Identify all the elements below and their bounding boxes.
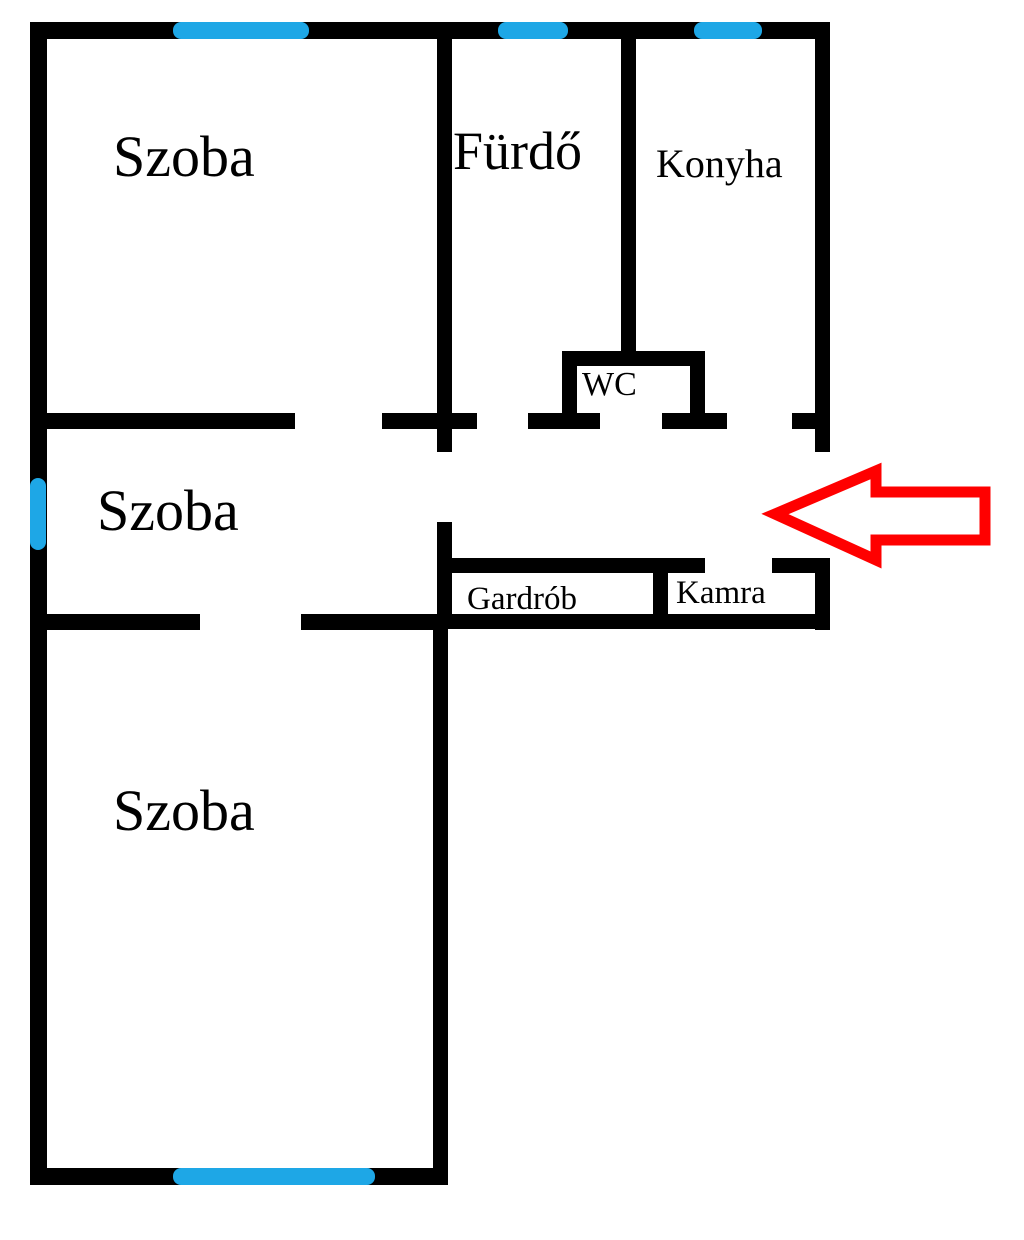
window-furdo [498,22,568,39]
window-szoba-middle [30,478,46,550]
wall-storage-bottom [433,614,830,629]
label-furdo: Fürdő [453,121,582,181]
wall-mid-lower-a [30,614,200,630]
window-szoba-bottom [173,1168,375,1185]
wall-mid-upper-e [792,413,830,429]
wc-wall-left [562,351,577,429]
window-szoba-top [173,22,309,39]
label-szoba-bottom: Szoba [113,778,255,843]
windows [30,22,762,1185]
wall-szoba-furdo [437,22,452,452]
entrance-arrow-icon [761,462,991,569]
wall-gardrob-kamra [653,558,668,628]
wall-mid-lower-b [301,614,448,630]
label-wc: WC [582,366,637,403]
wall-right-lower [815,560,830,630]
wall-right-upper [815,22,830,452]
window-konyha [694,22,762,39]
wall-lower-right [433,614,448,1185]
wc-wall-right [690,351,705,429]
label-szoba-middle: Szoba [97,478,239,543]
wall-mid-upper-a [30,413,295,429]
wall-left [30,22,47,1185]
wall-mid-upper-b [382,413,477,429]
label-gardrob: Gardrób [467,581,577,617]
label-konyha: Konyha [656,141,783,186]
wc-wall-top [562,351,705,366]
wall-storage-top-right [772,558,830,573]
walls [30,22,830,1185]
label-szoba-top: Szoba [113,124,255,189]
wall-furdo-konyha [621,22,636,357]
wall-storage-top [437,558,705,573]
label-kamra: Kamra [676,575,766,611]
